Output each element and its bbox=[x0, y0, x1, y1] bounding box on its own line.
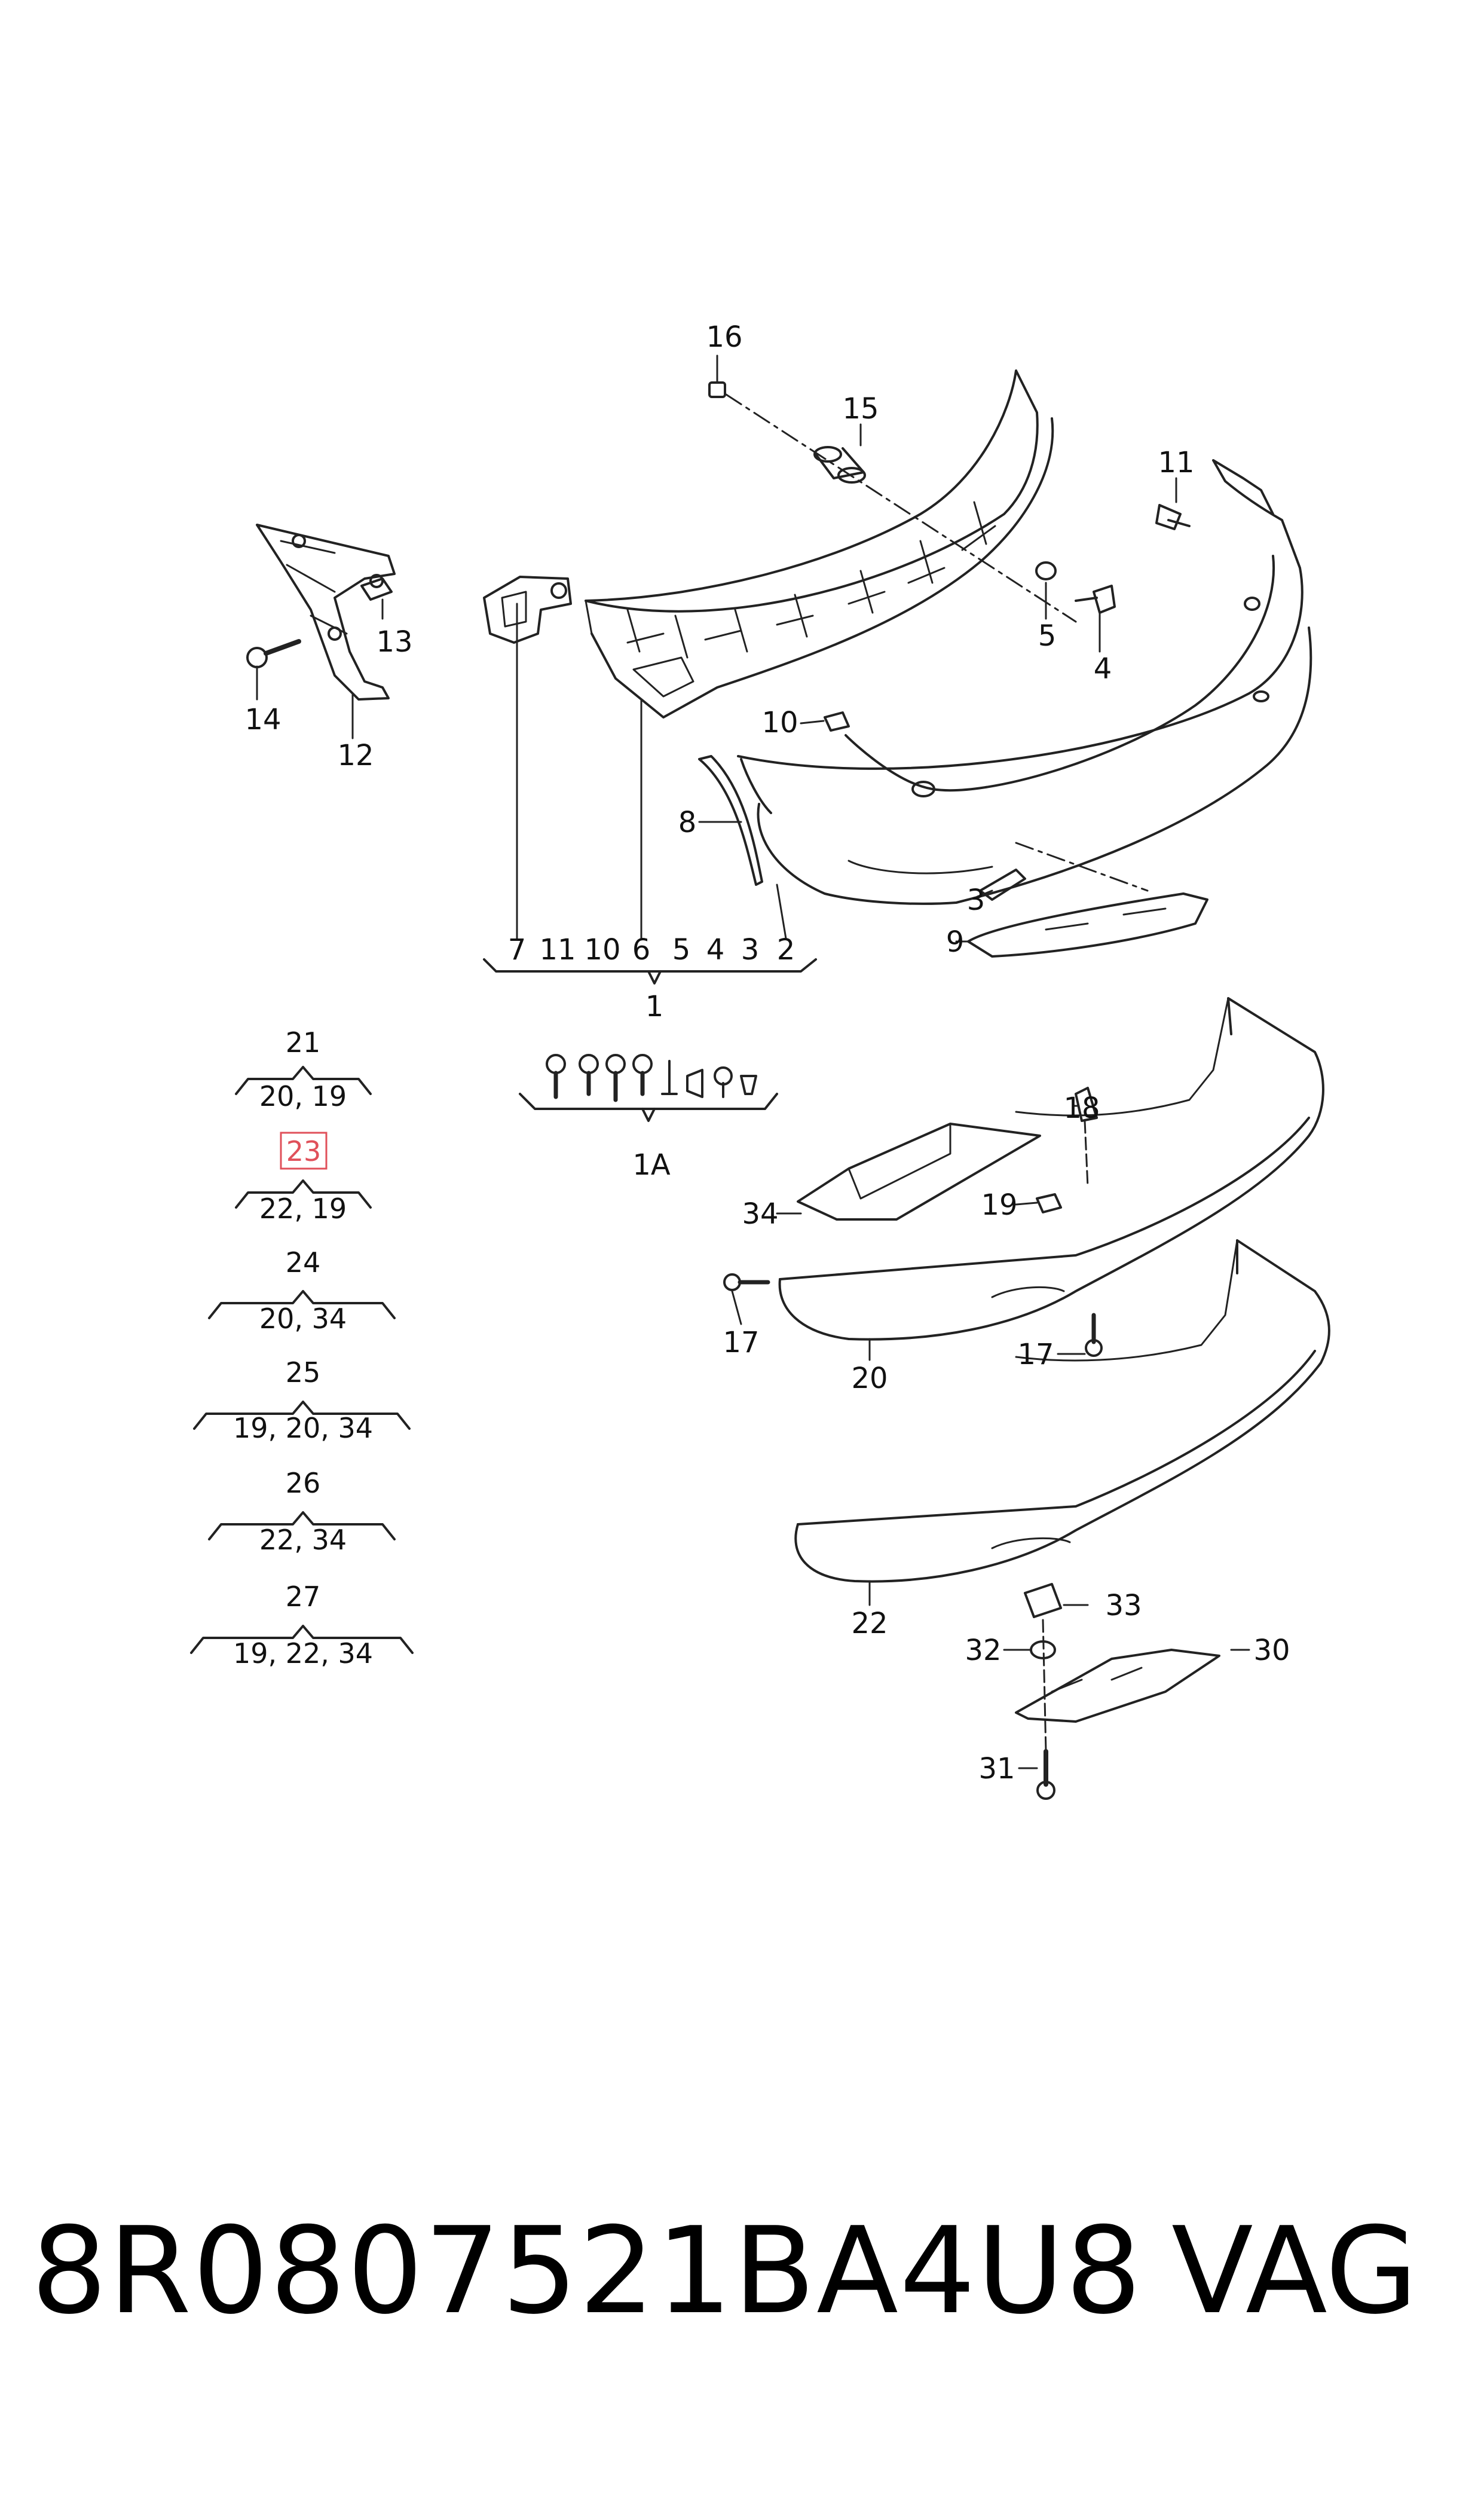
part-number: 8R0807521BA4U8 bbox=[31, 2202, 1143, 2341]
highlight-box-23 bbox=[280, 1132, 328, 1170]
bracket-part-12 bbox=[256, 524, 396, 701]
screw-part-11 bbox=[1155, 504, 1191, 530]
callout-16: 16 bbox=[706, 320, 742, 354]
group-1-item: 6 bbox=[632, 933, 651, 967]
variant-items: 20, 19 bbox=[259, 1080, 347, 1112]
screw-part-14 bbox=[246, 639, 301, 668]
group-1-item: 10 bbox=[584, 933, 620, 967]
group-1-item: 3 bbox=[741, 933, 760, 967]
callout-1: 1 bbox=[645, 990, 664, 1023]
assembly-axis-line bbox=[725, 393, 1077, 623]
callout-8: 8 bbox=[678, 806, 697, 839]
reflector-part-9 bbox=[967, 892, 1208, 958]
bracket-part-7 bbox=[483, 576, 572, 644]
screw-part-31 bbox=[1036, 1749, 1055, 1800]
variant-items: 20, 34 bbox=[259, 1303, 347, 1335]
callout-14: 14 bbox=[244, 703, 281, 736]
brand-name: VAG bbox=[1171, 2202, 1418, 2341]
assembly-axis-line-3 bbox=[1042, 1619, 1047, 1753]
variant-group: 25 19, 20, 34 bbox=[233, 1356, 373, 1444]
fastener-set-1a bbox=[546, 1054, 757, 1102]
group-1-items: 7 11 10 6 5 4 3 2 bbox=[508, 933, 795, 967]
callout-31: 31 bbox=[978, 1752, 1015, 1786]
trim-strip-part-8 bbox=[698, 755, 763, 886]
bracket-part-18 bbox=[1075, 1087, 1098, 1188]
variant-group: 27 19, 22, 34 bbox=[233, 1580, 373, 1670]
variant-group-brackets bbox=[190, 1066, 414, 1654]
callout-33: 33 bbox=[1105, 1589, 1142, 1622]
callout-13: 13 bbox=[376, 625, 412, 659]
spacer-part-15 bbox=[813, 446, 866, 484]
callout-1a: 1A bbox=[632, 1148, 671, 1182]
variant-group: 23 22, 19 bbox=[259, 1135, 347, 1225]
bumper-carrier-part-6 bbox=[585, 369, 1054, 719]
bumper-trim-part-20 bbox=[778, 997, 1324, 1341]
callout-22: 22 bbox=[851, 1607, 888, 1640]
reflector-part-3 bbox=[979, 869, 1026, 901]
callout-20: 20 bbox=[851, 1362, 888, 1395]
variant-label: 24 bbox=[286, 1246, 321, 1279]
variant-items: 19, 20, 34 bbox=[233, 1412, 373, 1444]
group-1-item: 7 bbox=[508, 933, 527, 967]
screw-part-17-right bbox=[1085, 1313, 1103, 1357]
variant-label: 26 bbox=[286, 1467, 321, 1499]
variant-group: 21 20, 19 bbox=[259, 1026, 347, 1112]
callout-34: 34 bbox=[742, 1197, 778, 1231]
group-1-item: 4 bbox=[706, 933, 725, 967]
callout-15: 15 bbox=[842, 392, 879, 426]
callout-3: 3 bbox=[967, 883, 986, 917]
variant-group: 24 20, 34 bbox=[259, 1246, 347, 1335]
clip-part-33 bbox=[1024, 1583, 1062, 1618]
nut-part-16 bbox=[708, 381, 726, 398]
variant-label-highlighted: 23 bbox=[286, 1135, 322, 1167]
group-1-item: 5 bbox=[672, 933, 691, 967]
clip-part-13 bbox=[360, 574, 393, 601]
variant-label: 25 bbox=[286, 1356, 321, 1389]
callout-5: 5 bbox=[1038, 619, 1057, 653]
clip-part-4 bbox=[1075, 585, 1116, 614]
bumper-trim-part-22 bbox=[794, 1239, 1330, 1583]
group-1-bracket bbox=[483, 958, 817, 985]
callout-18: 18 bbox=[1063, 1092, 1100, 1125]
screw-part-17-left bbox=[723, 1273, 770, 1291]
callout-32: 32 bbox=[965, 1634, 1001, 1667]
washer-part-5 bbox=[1035, 561, 1057, 580]
variant-label: 27 bbox=[286, 1580, 321, 1613]
leader-lines bbox=[256, 354, 1250, 1769]
variant-items: 22, 19 bbox=[259, 1193, 347, 1225]
assembly-axis-line-2 bbox=[1015, 842, 1149, 892]
clip-part-10 bbox=[824, 711, 850, 732]
callout-17-left: 17 bbox=[723, 1326, 759, 1359]
diffuser-part-34 bbox=[797, 1123, 1041, 1221]
group-1a-bracket bbox=[519, 1093, 778, 1122]
group-1-item: 11 bbox=[539, 933, 576, 967]
callout-4: 4 bbox=[1094, 652, 1112, 686]
variant-group: 26 22, 34 bbox=[259, 1467, 347, 1556]
callout-17-right: 17 bbox=[1017, 1338, 1054, 1371]
variant-label: 21 bbox=[286, 1026, 321, 1059]
bumper-cover-part-2 bbox=[737, 459, 1312, 905]
callout-19: 19 bbox=[981, 1188, 1017, 1222]
variant-items: 22, 34 bbox=[259, 1524, 347, 1556]
callout-30: 30 bbox=[1253, 1634, 1290, 1667]
diffuser-part-30 bbox=[1015, 1649, 1220, 1723]
callout-9: 9 bbox=[946, 925, 965, 959]
clip-part-19 bbox=[1036, 1193, 1062, 1213]
group-1-item: 2 bbox=[777, 933, 795, 967]
callout-12: 12 bbox=[337, 739, 374, 772]
callout-11: 11 bbox=[1158, 446, 1194, 479]
callout-10: 10 bbox=[761, 706, 798, 739]
variant-items: 19, 22, 34 bbox=[233, 1637, 373, 1670]
